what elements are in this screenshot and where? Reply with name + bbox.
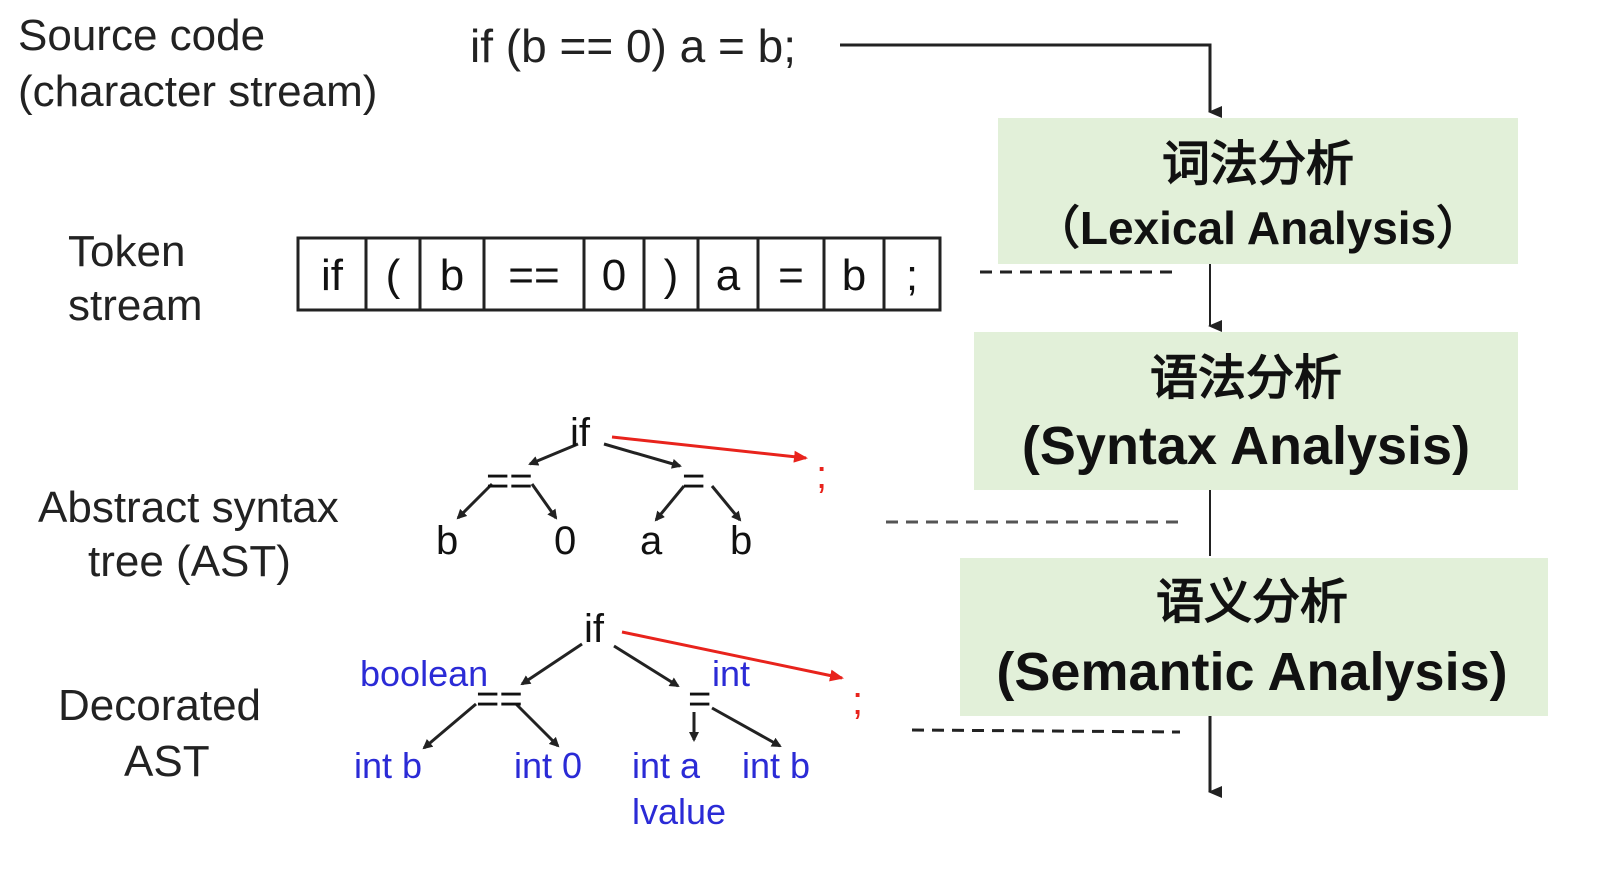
token-text: b — [440, 251, 464, 300]
stage-subtitle-semantic: (Semantic Analysis) — [996, 642, 1507, 702]
token-box — [756, 236, 826, 312]
ast-sublabel: tree (AST) — [88, 537, 291, 586]
dast-edge — [422, 702, 477, 750]
source-code-label: Source code — [18, 11, 265, 60]
token-stream-label: Token — [68, 227, 185, 276]
ast-node-zero: 0 — [554, 519, 576, 563]
stage-title-syntax: 语法分析 — [1150, 350, 1342, 406]
ast-semicolon-arrow — [611, 435, 808, 463]
ast-label: Abstract syntax — [38, 483, 339, 532]
stage-box-semantic — [960, 558, 1548, 716]
token-box — [882, 236, 942, 312]
ast-edge — [530, 483, 558, 520]
token-text: == — [508, 251, 559, 300]
ast-node-eq: == — [486, 459, 533, 503]
token-text: a — [716, 251, 741, 300]
token-text: = — [778, 251, 804, 300]
ast-edge — [603, 442, 682, 469]
dast-edge — [613, 644, 680, 688]
dast-leaf-int-a: int a — [632, 745, 701, 786]
source-code-text: if (b == 0) a = b; — [470, 20, 796, 72]
ast-node-b: b — [436, 519, 458, 563]
decorated-ast-label: Decorated — [58, 681, 261, 730]
stage-box-syntax — [974, 332, 1518, 490]
token-box — [696, 236, 760, 312]
dast-leaf-int-b2: int b — [742, 745, 810, 786]
stage-subtitle-lexical: （Lexical Analysis） — [1034, 202, 1482, 254]
ast-node-semicolon: ; — [816, 453, 827, 497]
ast-tree: if == = b 0 a b ; — [436, 411, 827, 563]
ast-edge — [710, 485, 742, 522]
dast-node-eq: == — [476, 677, 523, 721]
decorated-ast-tree: if boolean == int = ; int b int 0 int a … — [354, 607, 863, 832]
token-text: b — [842, 251, 866, 300]
token-box — [418, 236, 486, 312]
ast-node-a: a — [640, 519, 663, 563]
ast-node-b2: b — [730, 519, 752, 563]
ast-node-assign: = — [682, 459, 705, 503]
token-text: if — [321, 251, 344, 300]
dast-leaf-lvalue: lvalue — [632, 791, 726, 832]
stage-subtitle-syntax: (Syntax Analysis) — [1022, 416, 1470, 476]
pipeline-arrow-source — [840, 43, 1222, 118]
dast-node-assign: = — [688, 677, 711, 721]
ast-edge — [528, 442, 579, 466]
token-box — [582, 236, 646, 312]
token-box — [822, 236, 886, 312]
dast-type-int: int — [712, 653, 750, 694]
source-code-sublabel: (character stream) — [18, 67, 377, 116]
pipeline: 词法分析 （Lexical Analysis） 语法分析 (Syntax Ana… — [840, 43, 1548, 798]
token-text: ( — [386, 251, 401, 300]
ast-node-if: if — [570, 411, 591, 455]
dast-edge — [520, 642, 583, 686]
dast-edge — [514, 702, 560, 748]
dast-leaf-int-0: int 0 — [514, 745, 582, 786]
stage-title-semantic: 语义分析 — [1156, 574, 1348, 630]
decorated-ast-sublabel: AST — [124, 737, 210, 786]
token-box — [296, 236, 368, 312]
token-text: ) — [664, 251, 679, 300]
token-text: ; — [906, 251, 918, 300]
ast-edge — [654, 485, 686, 522]
stage-box-lexical — [998, 118, 1518, 264]
ast-edge — [456, 482, 494, 520]
dast-semicolon-arrow — [621, 630, 844, 682]
token-text: 0 — [602, 251, 626, 300]
dast-edge — [711, 706, 782, 748]
stage-title-lexical: 词法分析 — [1162, 136, 1354, 192]
token-stream-boxes: if ( b == 0) a = b; — [296, 236, 942, 312]
token-box — [364, 236, 422, 312]
dast-node-if: if — [584, 607, 605, 651]
token-stream-sublabel: stream — [68, 281, 202, 330]
dast-node-semicolon: ; — [852, 679, 863, 723]
dast-leaf-int-b: int b — [354, 745, 422, 786]
dast-type-boolean: boolean — [360, 653, 488, 694]
dashed-guide-decorated — [911, 728, 1181, 734]
